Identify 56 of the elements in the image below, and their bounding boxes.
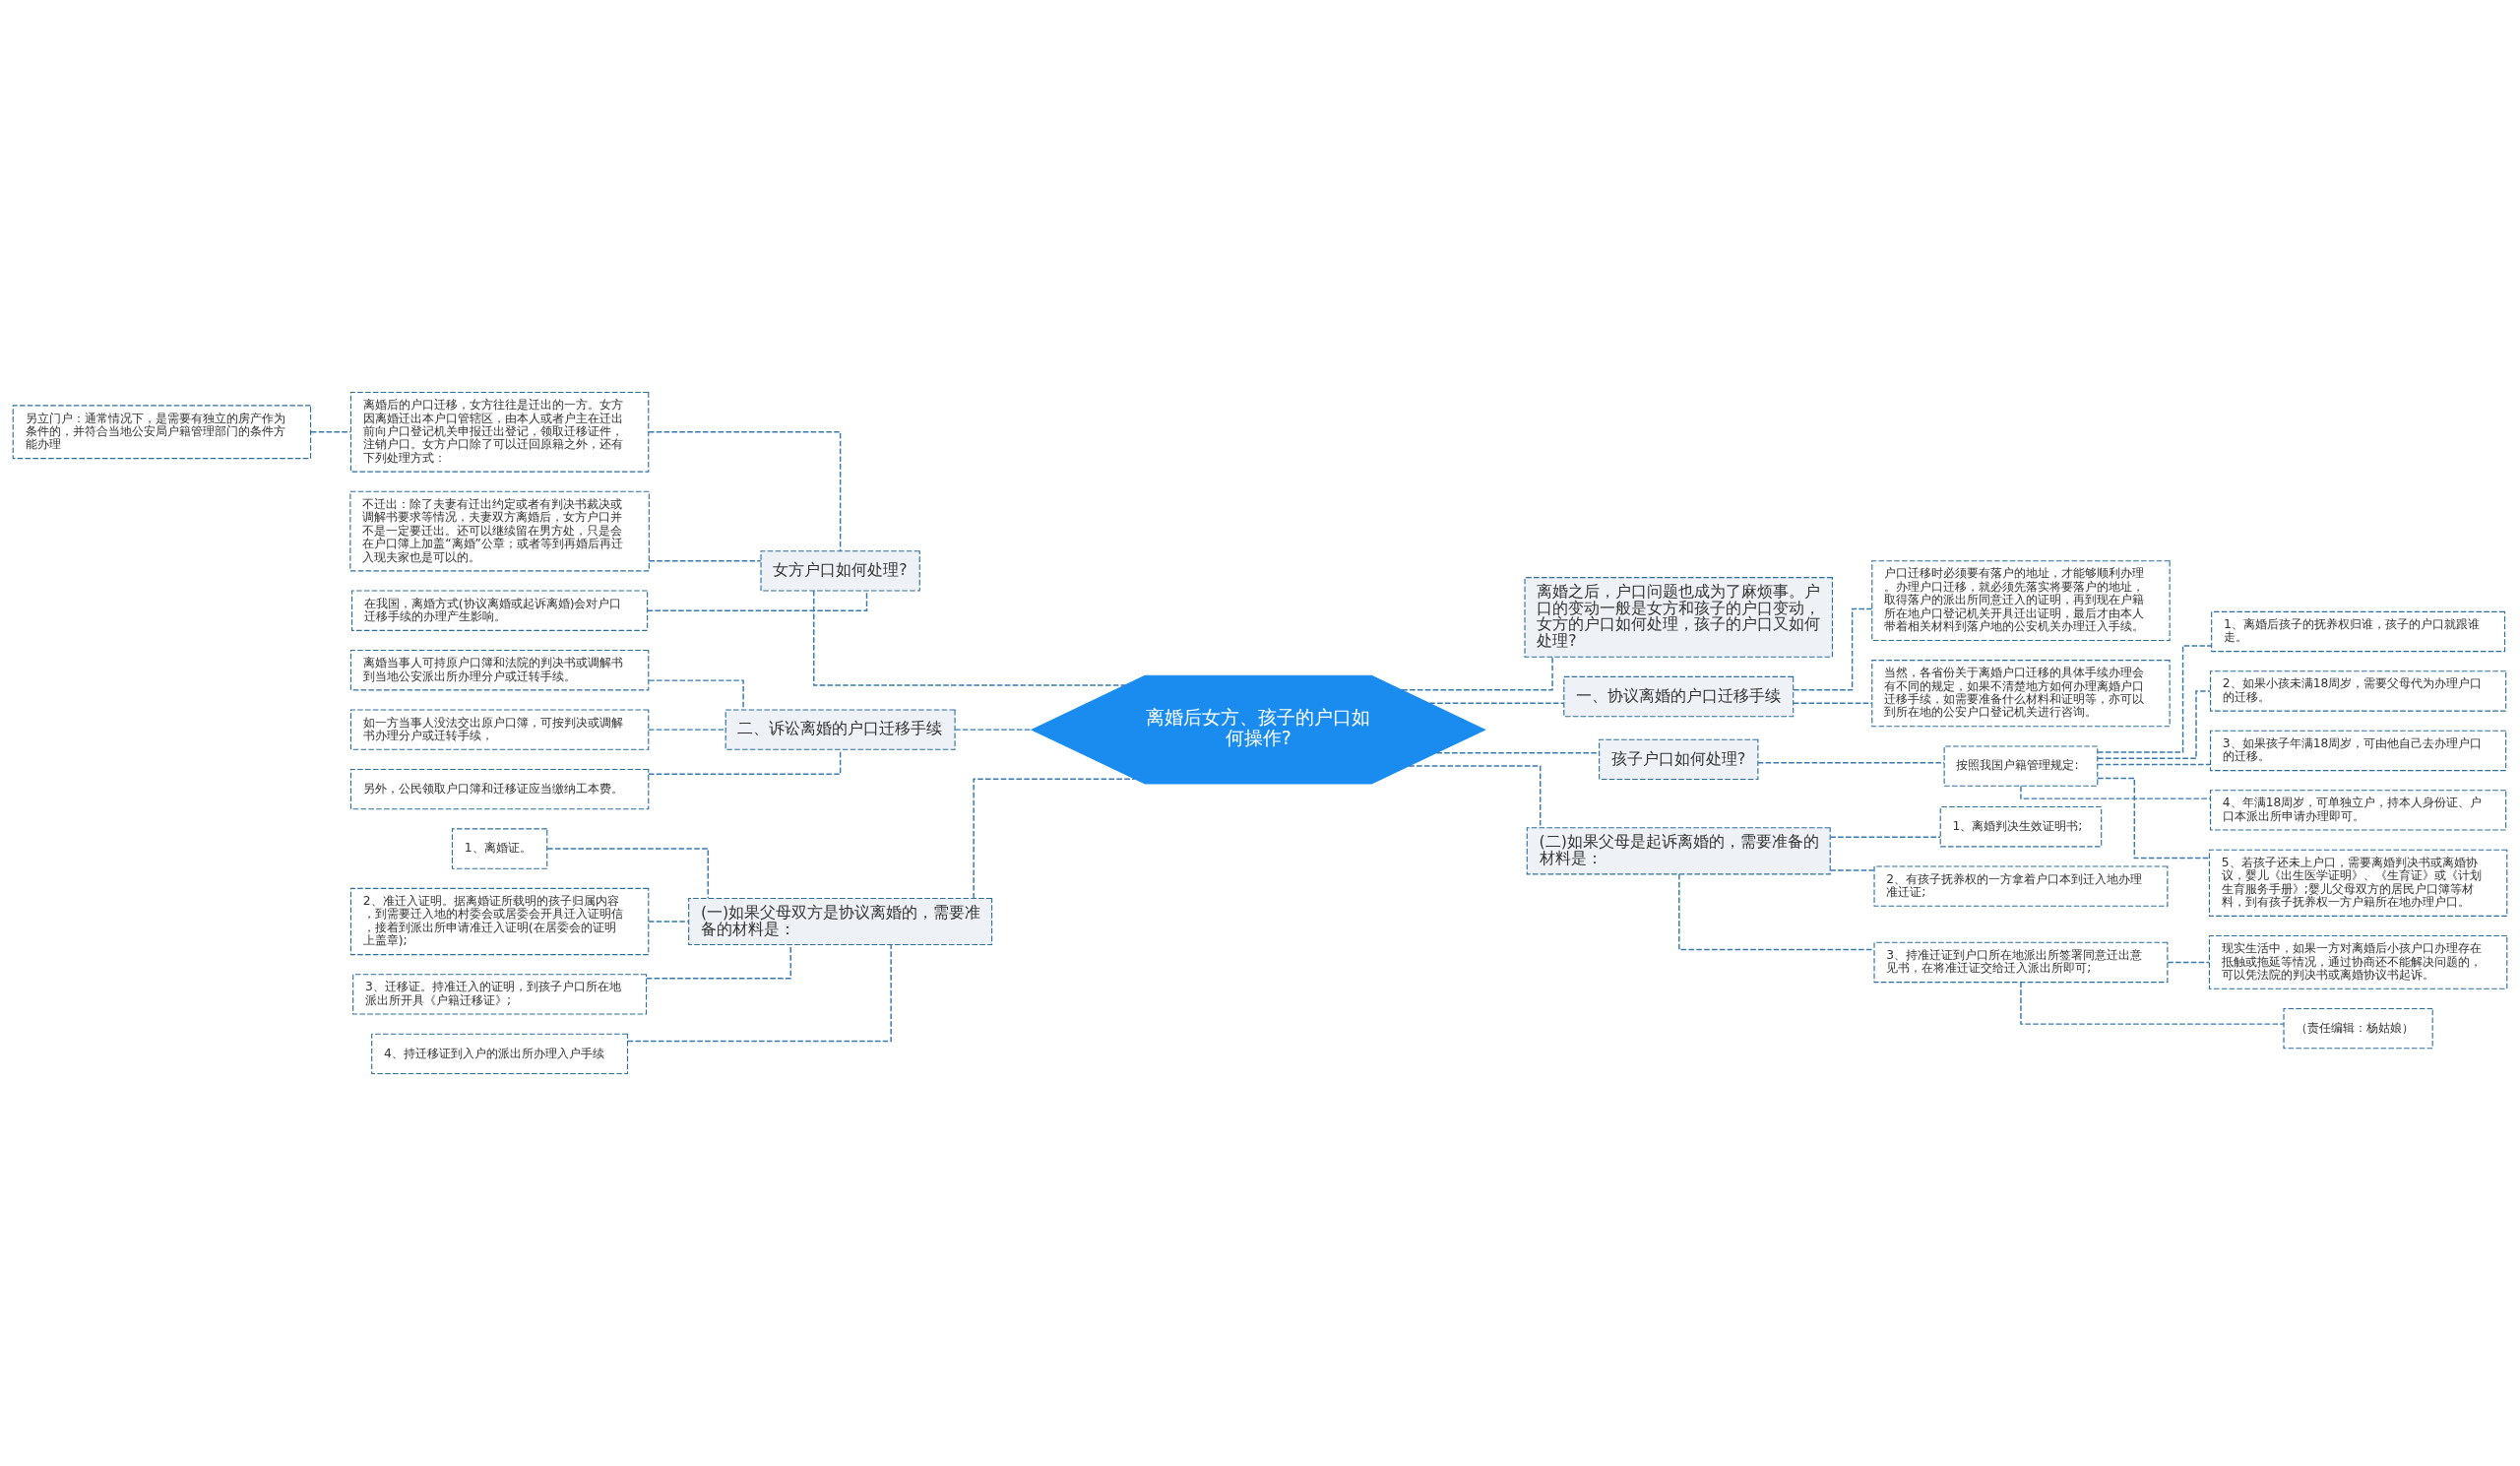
node-box: (一)如果父母双方是协议离婚的，需要准备的材料是： [688,897,993,946]
node-box: 2、准迁入证明。据离婚证所载明的孩子归属内容，到需要迁入地的村委会或居委会开具迁入证明信，接着到派出所申请准迁入证明(在居委会的证明上盖章); [349,887,650,956]
node-box: (二)如果父母是起诉离婚的，需要准备的材料是： [1526,827,1831,875]
node-box: 2、如果小孩未满18周岁，需要父母代为办理户口的迁移。 [2210,670,2507,712]
node-box: 按照我国户籍管理规定: [1943,745,2099,787]
connector [648,921,690,923]
node-box: 当然，各省份关于离婚户口迁移的具体手续办理会有不同的规定，如果不清楚地方如何办理离婚户口迁移手续，如需要准备什么材料和证明等，亦可以到所在地的公安户口登记机关进行咨询。 [1871,660,2171,728]
node-box: 女方户口如何处理? [760,550,920,592]
node-box: 户口迁移时必须要有落户的地址，才能够顺利办理。办理户口迁移，就必须先落实将要落户的地址，取得落户的派出所同意迁入的证明，再到现在户籍所在地户口登记机关开具迁出证明，最后才由本人带着相关材料到落户地的公安机关办理迁入手续。 [1871,560,2171,641]
connector [2097,645,2213,753]
node-box: 离婚当事人可持原户口簿和法院的判决书或调解书到当地公安派出所办理分户或迁转手续。 [349,649,650,691]
node-box: （责任编辑：杨姑娘） [2283,1007,2433,1050]
node-box: 1、离婚证。 [451,828,548,869]
node-box: 2、有孩子抚养权的一方拿着户口本到迁入地办理准迁证; [1873,865,2169,907]
node-box: 另立门户：通常情况下，是需要有独立的房产作为条件的，并符合当地公安局户籍管理部门的条件方能办理 [12,405,312,460]
connector [648,729,726,731]
node-box: 二、诉讼离婚的户口迁移手续 [724,709,956,750]
connector [2167,961,2210,964]
connector [1829,836,1941,839]
node-box: 孩子户口如何处理? [1599,738,1759,781]
connector [1401,656,1553,691]
node-box: 4、年满18周岁，可单独立户，持本人身份证、户口本派出所申请办理即可。 [2210,790,2507,831]
connector [973,778,1136,900]
connector [546,848,709,899]
connector [627,943,892,1043]
connector [2097,777,2211,860]
node-box: 另外，公民领取户口簿和迁移证应当缴纳工本费。 [349,768,650,810]
node-box: 离婚之后，户口问题也成为了麻烦事。户口的变动一般是女方和孩子的户口变动，女方的户口如何处理，孩子的户口又如何处理? [1524,577,1834,658]
connector [813,590,1126,686]
node-box: 3、如果孩子年满18周岁，可由他自己去办理户口的迁移。 [2210,730,2507,772]
node-box: 4、持迁移证到入户的派出所办理入户手续 [371,1033,629,1075]
connector [646,944,791,980]
connector [648,431,842,552]
node-box: 5、若孩子还未上户口，需要离婚判决书或离婚协议，婴儿《出生医学证明》、《生育证》或《计划生育服务手册》;婴儿父母双方的居民户口簿等材料，到有孩子抚养权一方户籍所在地办理户口。 [2208,849,2508,917]
connector [954,729,1033,731]
connector [310,431,351,433]
node-box: 在我国，离婚方式(协议离婚或起诉离婚)会对户口迁移手续的办理产生影响。 [351,590,649,631]
connector [2097,763,2211,766]
connector [1829,869,1875,871]
connector [648,560,762,562]
node-box: 一、协议离婚的户口迁移手续 [1563,675,1795,718]
node-box: 不迁出：除了夫妻有迁出约定或者有判决书裁决或调解书要求等情况，夫妻双方离婚后，女方户口并不是一定要迁出。还可以继续留在男方处，只是会在户口簿上加盖“离婚”公章；或者等到再婚后再迁入现夫家也是可以的。 [349,490,650,572]
connector [1428,702,1565,704]
node-box: 1、离婚判决生效证明书; [1939,805,2103,848]
connector [2020,981,2285,1025]
node-box: 3、持准迁证到户口所在地派出所签署同意迁出意见书，在将准迁证交给迁入派出所即可; [1873,941,2169,984]
connector [1793,702,1873,704]
connector [1757,762,1945,764]
connector [2097,690,2212,759]
node-box: 1、离婚后孩子的抚养权归谁，孩子的户口就跟谁走。 [2211,610,2506,653]
node-box: 3、迁移证。持准迁入的证明，到孩子户口所在地派出所开具《户籍迁移证》; [352,974,648,1015]
node-box: 离婚后的户口迁移，女方往往是迁出的一方。女方因离婚迁出本户口管辖区，由本人或者户主在迁出前向户口登记机关申报迁出登记，领取迁移证件，注销户口。女方户口除了可以迁回原籍之外，还有下列处理方式： [349,391,650,473]
connector [646,590,868,611]
connector [2020,785,2212,799]
node-box: 如一方当事人没法交出原户口簿，可按判决或调解书办理分户或迁转手续， [349,709,650,750]
node-box: 现实生活中，如果一方对离婚后小孩户口办理存在抵触或拖延等情况，通过协商还不能解决问题的，可以凭法院的判决书或离婚协议书起诉。 [2208,935,2508,989]
